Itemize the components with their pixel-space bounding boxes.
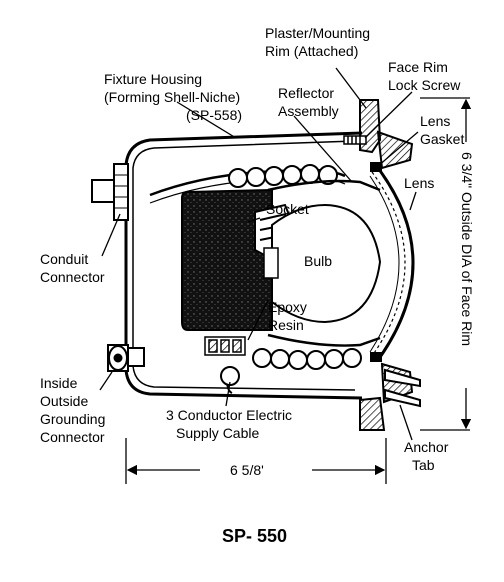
label-ground-2: Outside [40, 393, 88, 409]
cable-coil-top [228, 164, 338, 188]
label-width-dimension: 6 5/8' [230, 462, 264, 478]
label-bulb: Bulb [304, 253, 332, 269]
label-lens: Lens [404, 175, 434, 191]
face-rim-lock-screw [343, 135, 367, 145]
label-conduit: Conduit [40, 251, 88, 267]
label-face-rim: Face Rim [388, 59, 448, 75]
label-anchor: Anchor [404, 439, 449, 455]
epoxy-resin-block [181, 188, 273, 331]
label-anchor-2: Tab [412, 457, 435, 473]
label-lens-gasket: Lens [420, 113, 450, 129]
label-socket: Socket [266, 201, 309, 217]
label-plaster-rim-2: Rim (Attached) [265, 43, 358, 59]
grounding-connector [107, 344, 145, 372]
lamp-bulb [263, 203, 382, 324]
width-dimension [125, 438, 387, 484]
lens-gasket [370, 162, 382, 362]
label-lens-gasket-2: Gasket [420, 131, 464, 147]
fixture-housing [124, 131, 363, 400]
label-face-rim-2: Lock Screw [388, 77, 461, 93]
label-ground: Inside [40, 375, 78, 391]
reflector-assembly [267, 179, 381, 347]
label-housing: Fixture Housing [104, 71, 202, 87]
diameter-dimension [420, 97, 472, 431]
wire-connector-block [204, 336, 246, 356]
label-cable: 3 Conductor Electric [166, 407, 292, 423]
label-conduit-2: Connector [40, 269, 105, 285]
conduit-connector [91, 163, 129, 221]
label-plaster-rim: Plaster/Mounting [265, 25, 370, 41]
anchor-tab [384, 368, 421, 408]
label-diameter-dimension: 6 3/4" Outside DIA of Face Rim [459, 152, 475, 346]
diagram-caption: SP- 550 [222, 526, 287, 546]
label-epoxy: Epoxy [268, 299, 307, 315]
label-epoxy-2: Resin [268, 317, 304, 333]
label-reflector: Reflector [278, 85, 334, 101]
label-housing-2: (Forming Shell-Niche) [104, 89, 240, 105]
leader-lines [99, 67, 419, 441]
lens [369, 167, 415, 361]
label-ground-3: Grounding [40, 411, 105, 427]
label-housing-3: (SP-558) [186, 107, 242, 123]
label-cable-2: Supply Cable [176, 425, 259, 441]
label-ground-4: Connector [40, 429, 105, 445]
callout-labels: Plaster/Mounting Rim (Attached) Face Rim… [40, 25, 475, 546]
label-reflector-2: Assembly [278, 103, 339, 119]
